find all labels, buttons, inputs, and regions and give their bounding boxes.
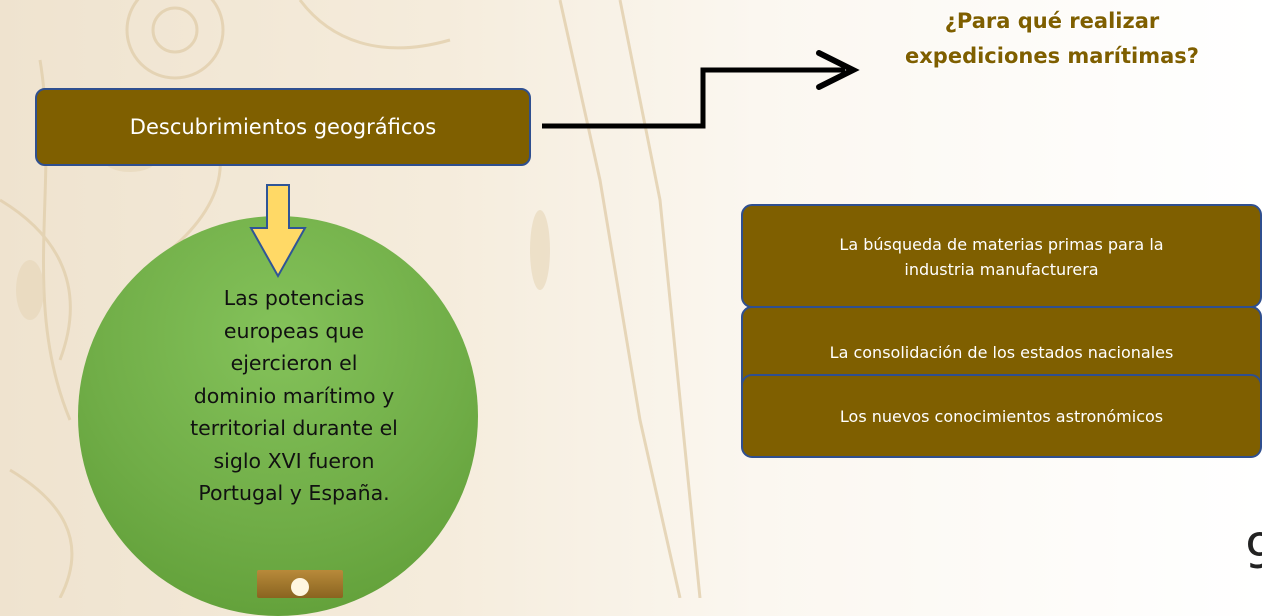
connector-line xyxy=(542,67,845,129)
question-line-2: expediciones marítimas? xyxy=(905,44,1199,68)
conclusion-line: Las potencias xyxy=(223,286,365,310)
thumbnail-dot xyxy=(291,578,309,596)
conclusion-text: Las potencias europeas que ejercieron el… xyxy=(148,282,440,510)
reason-1-line-2: industria manufacturera xyxy=(904,260,1099,279)
reason-1-line-1: La búsqueda de materias primas para la xyxy=(839,235,1164,254)
connector-arrow xyxy=(542,50,860,129)
image-thumbnail xyxy=(257,570,343,598)
down-arrow-icon xyxy=(249,184,307,279)
topic-label: Descubrimientos geográficos xyxy=(129,115,437,139)
reason-2-label: La consolidación de los estados nacional… xyxy=(829,343,1174,362)
conclusion-circle xyxy=(78,216,478,616)
question-heading: ¿Para qué realizar expediciones marítima… xyxy=(862,4,1242,74)
conclusion-line: ejercieron el xyxy=(230,351,358,375)
conclusion-line: siglo XVI fueron xyxy=(213,448,375,473)
conclusion-line: territorial durante el xyxy=(190,416,398,440)
conclusion-line: Portugal y España. xyxy=(198,481,390,505)
conclusion-line: europeas que xyxy=(223,318,365,343)
topic-box: Descubrimientos geográficos xyxy=(35,88,531,166)
question-line-1: ¿Para qué realizar xyxy=(944,9,1160,33)
reason-box-raw-materials: La búsqueda de materias primas para la i… xyxy=(741,204,1262,308)
connector-arrowhead-icon xyxy=(816,50,860,90)
conclusion-line: dominio marítimo y xyxy=(193,383,395,408)
page-number: 9 xyxy=(1245,524,1262,580)
reason-box-astronomy: Los nuevos conocimientos astronómicos xyxy=(741,374,1262,458)
reason-3-label: Los nuevos conocimientos astronómicos xyxy=(839,406,1164,426)
